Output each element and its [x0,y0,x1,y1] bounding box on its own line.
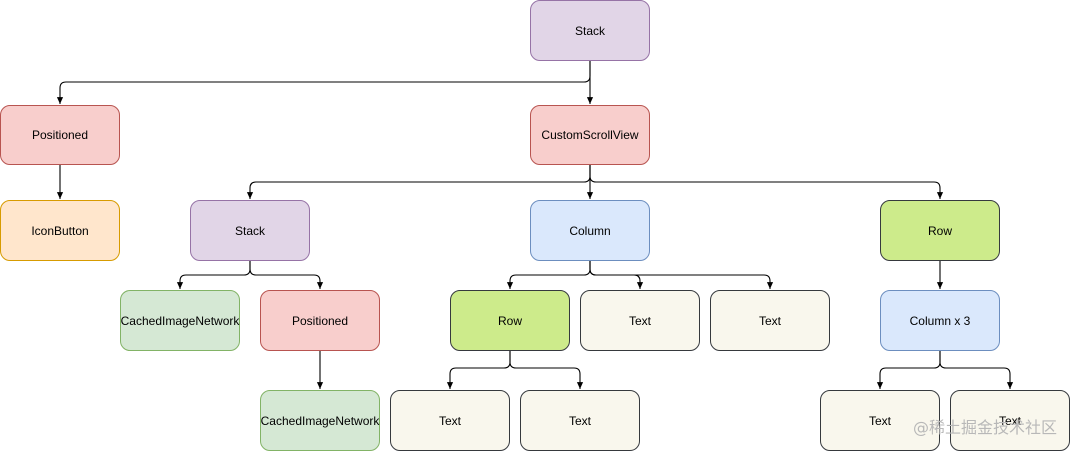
node-positioned-top: Positioned [0,105,120,165]
watermark-text: @稀土掘金技术社区 [912,418,1057,437]
edge-columnx3-text1 [876,351,941,389]
node-row-inner: Row [450,290,570,351]
node-column: Column [530,200,650,261]
edge-column-row [506,261,591,289]
node-customscrollview: CustomScrollView [530,105,650,165]
edge-csv-stack [246,165,591,199]
node-column-x3: Column x 3 [880,290,1000,351]
node-text-d: Text [520,390,640,451]
node-positioned-child: Positioned [260,290,380,351]
edge-stack-positioned2 [249,261,324,289]
edge-csv-row [589,165,944,199]
node-stack-child: Stack [190,200,310,261]
node-text-c: Text [390,390,510,451]
edge-stack-cached1 [176,261,251,289]
node-text-e: Text [820,390,940,451]
node-cachedimagenetwork-2: CachedImageNetwork [260,390,380,451]
edge-row-text2 [509,351,584,389]
node-stack-root: Stack [530,0,650,61]
node-cachedimagenetwork-1: CachedImageNetwork [120,290,240,351]
node-iconbutton: IconButton [0,200,120,261]
node-text-b: Text [710,290,830,351]
node-row-right: Row [880,200,1000,261]
edge-columnx3-text2 [939,351,1014,389]
node-text-a: Text [580,290,700,351]
node-text-f: Text [950,390,1070,451]
edge-column-text2 [589,261,774,289]
edge-stack-positioned [56,61,591,104]
edge-row-text1 [446,351,511,389]
